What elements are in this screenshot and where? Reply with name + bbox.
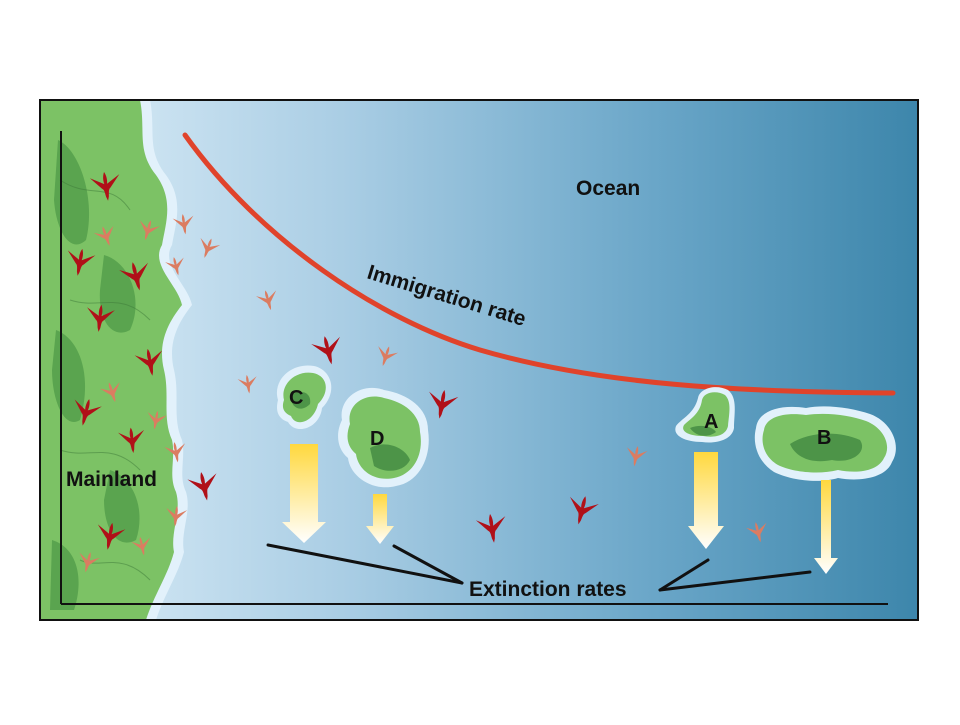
- ocean-background: [40, 100, 918, 620]
- island-label-d: D: [370, 428, 384, 450]
- island-label-c: C: [289, 387, 303, 409]
- extinction-arrow-d: [366, 494, 394, 544]
- immigration-rate-curve: [182, 132, 896, 396]
- diagram-frame: [39, 99, 919, 621]
- island-label-b: B: [817, 427, 831, 449]
- island-a: [675, 387, 735, 443]
- extinction-arrow-a: [688, 452, 724, 549]
- island-c: [276, 365, 332, 430]
- extinction-arrow-icon: [282, 444, 326, 543]
- ocean-label: Ocean: [576, 177, 640, 200]
- extinction-arrow-icon: [366, 494, 394, 544]
- extinction-arrow-b: [814, 480, 838, 574]
- extinction-arrow-icon: [688, 452, 724, 549]
- extinction-arrow-icon: [814, 480, 838, 574]
- extinction-arrow-c: [282, 444, 326, 543]
- extinction-leader-lines: [266, 543, 812, 592]
- island-d: [338, 387, 429, 488]
- extinction-rates-label: Extinction rates: [469, 578, 627, 601]
- island-label-a: A: [704, 411, 718, 433]
- island-b: [754, 406, 896, 481]
- mainland-label: Mainland: [66, 468, 157, 491]
